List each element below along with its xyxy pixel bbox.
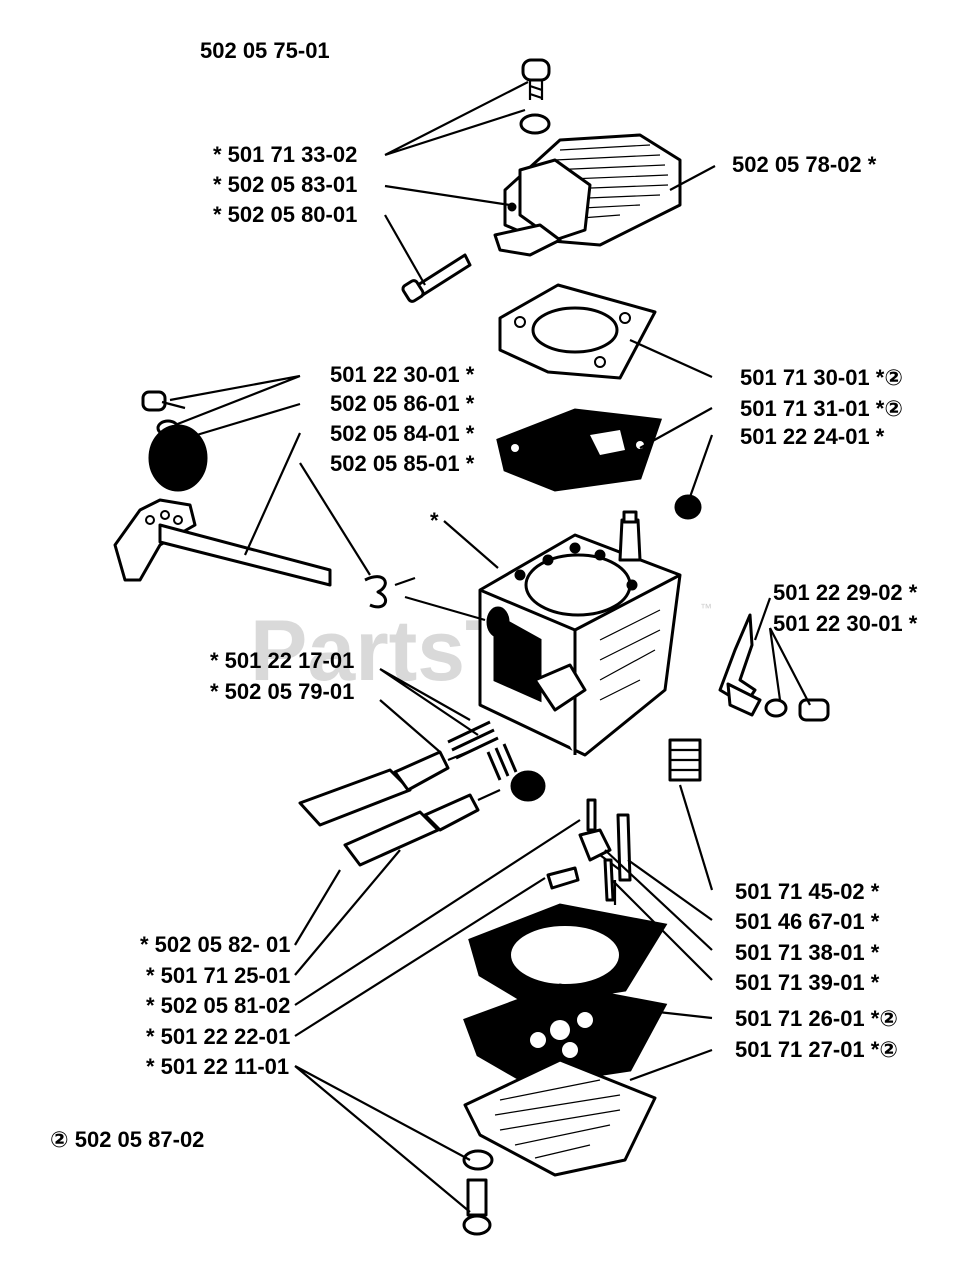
high-speed-needle [298,746,479,827]
throttle-valve-disc [148,424,208,492]
carburetor-body [478,510,682,757]
choke-screw [798,698,830,722]
watermark-trademark: ™ [700,601,712,615]
needle-spring-upper [447,720,499,760]
label-502-05-81-02: * 502 05 81-02 [146,993,290,1018]
label-502-05-86-01: 502 05 86-01 * [330,391,475,416]
metering-cover [463,1058,657,1177]
label-501-46-67-01: 501 46 67-01 * [735,909,880,934]
label-501-22-11-01: * 501 22 11-01 [146,1054,289,1079]
throttle-screw [141,390,186,412]
leader-lines [169,81,811,1213]
kit-footnote: ② 502 05 87-02 [50,1127,204,1152]
top-washer [519,113,551,135]
label-501-71-30-01: 501 71 30-01 *② [740,365,903,390]
inlet-needle-plug [510,770,546,802]
throttle-lever [113,498,197,582]
throttle-spring [364,575,416,609]
label-502-05-83-01: * 502 05 83-01 [213,172,357,197]
metering-lever-pin [603,858,615,902]
top-screw [521,58,551,100]
label-501-22-30-01-left: 501 22 30-01 * [330,362,475,387]
choke-washer [764,698,788,718]
label-501-71-33-02: * 501 71 33-02 [213,142,357,167]
metering-diaphragm [463,983,668,1087]
label-501-71-26-01: 501 71 26-01 *② [735,1006,898,1031]
needle-spring-lower [486,743,518,781]
choke-lever [718,613,762,717]
label-502-05-84-01: 502 05 84-01 * [330,421,475,446]
label-501-71-38-01: 501 71 38-01 * [735,940,880,965]
bottom-washer [462,1149,494,1171]
label-501-71-39-01: 501 71 39-01 * [735,970,880,995]
pump-diaphragm [496,408,663,492]
metering-lever [578,828,621,871]
label-501-22-24-01: 501 22 24-01 * [740,424,885,449]
label-501-71-45-02: 501 71 45-02 * [735,879,880,904]
label-502-05-85-01: 502 05 85-01 * [330,451,475,476]
label-501-71-31-01: 501 71 31-01 *② [740,396,903,421]
label-501-71-25-01: * 501 71 25-01 [146,963,290,988]
bottom-screw [462,1178,492,1236]
label-502-05-82-01: * 502 05 82- 01 [140,932,290,957]
fuel-screen [674,494,702,520]
header-part-number: 502 05 75-01 [200,38,330,63]
label-501-22-22-01: * 501 22 22-01 [146,1024,290,1049]
label-body-asterisk: * [430,508,439,533]
pump-cover [493,133,682,257]
label-501-22-29-02: 501 22 29-02 * [773,580,918,605]
pump-gasket [498,283,657,380]
label-501-22-30-01-right: 501 22 30-01 * [773,611,918,636]
low-speed-needle [343,788,501,867]
metering-spring [668,738,702,782]
label-502-05-78-02: 502 05 78-02 * [732,152,877,177]
pump-check-screw [586,798,597,832]
label-501-22-17-01: * 501 22 17-01 [210,648,354,673]
cover-screw [401,253,472,303]
metering-lever-screw [546,866,580,890]
label-501-71-27-01: 501 71 27-01 *② [735,1037,898,1062]
metering-gasket [468,903,668,1007]
label-502-05-80-01: * 502 05 80-01 [213,202,357,227]
label-502-05-79-01: * 502 05 79-01 [210,679,354,704]
